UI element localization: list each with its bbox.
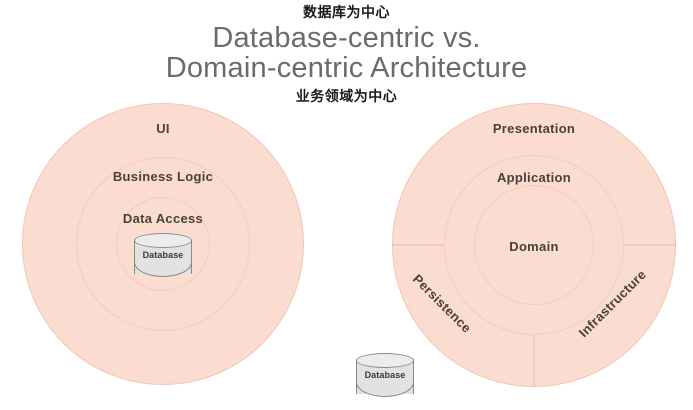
ring-label-data-access: Data Access bbox=[122, 211, 204, 226]
database-cylinder-inner: Database bbox=[134, 232, 192, 278]
cylinder-label: Database bbox=[142, 250, 184, 260]
cylinder-label: Database bbox=[364, 370, 406, 380]
annotation-database-centric: 数据库为中心 bbox=[303, 5, 390, 21]
ring-business-logic bbox=[76, 157, 250, 331]
page-title-line-1: Database-centric vs. bbox=[212, 22, 481, 54]
ring-label-presentation: Presentation bbox=[492, 121, 576, 136]
domain-centric-diagram: Presentation Application Domain Persiste… bbox=[392, 103, 676, 387]
page-title-line-2: Domain-centric Architecture bbox=[165, 52, 528, 84]
ring-label-business-logic: Business Logic bbox=[112, 169, 214, 184]
database-centric-diagram: UI Business Logic Data Access Database bbox=[22, 103, 304, 385]
database-cylinder-bottom: Database bbox=[356, 352, 414, 398]
cylinder-top bbox=[356, 353, 414, 368]
ring-label-domain: Domain bbox=[509, 239, 559, 254]
ring-domain bbox=[474, 185, 594, 305]
sector-dividers bbox=[392, 244, 676, 387]
ring-label-ui: UI bbox=[156, 121, 170, 136]
cylinder-top bbox=[134, 233, 192, 248]
annotation-domain-centric: 业务领域为中心 bbox=[295, 89, 398, 105]
cylinder-bottom bbox=[134, 262, 192, 277]
cylinder-bottom bbox=[356, 382, 414, 397]
ring-label-application: Application bbox=[496, 170, 572, 185]
